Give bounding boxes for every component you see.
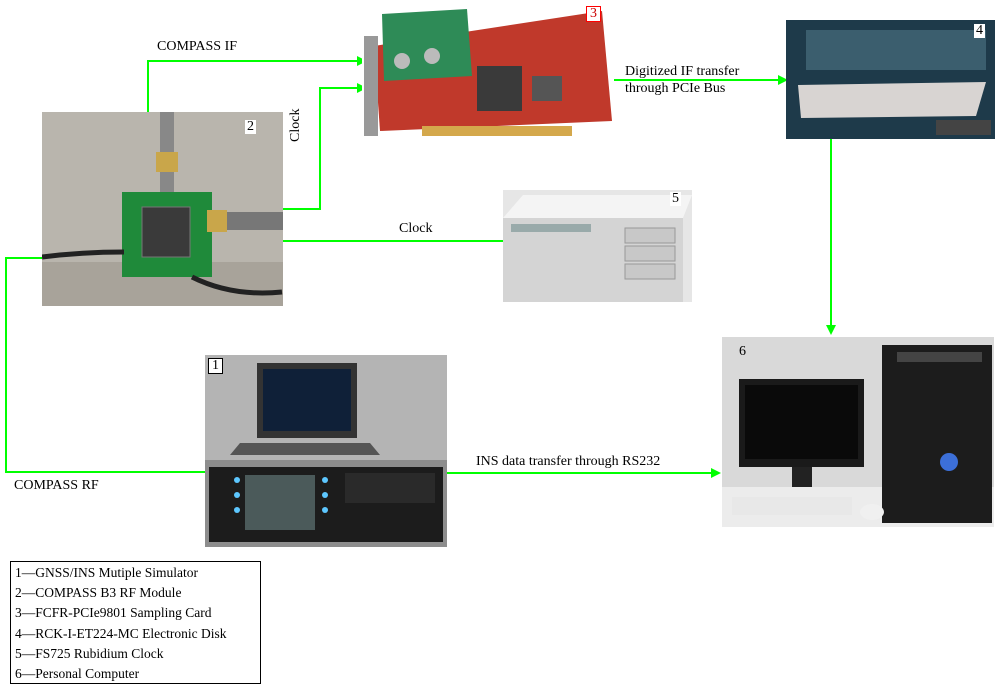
compass-if-label: COMPASS IF [157, 39, 238, 54]
legend-item-4: 4—RCK-I-ET224-MC Electronic Disk [15, 625, 227, 641]
label-number-3: 3 [586, 6, 601, 22]
clock-horizontal-label: Clock [399, 221, 433, 236]
digitized-if-line1: Digitized IF transfer [625, 64, 740, 79]
legend-item-1: 1—GNSS/INS Mutiple Simulator [15, 565, 199, 580]
label-number-4: 4 [974, 23, 985, 38]
compass-rf-arrow [5, 253, 205, 473]
label-number-5: 5 [670, 191, 681, 206]
personal-computer-photo [722, 337, 994, 527]
legend-box: 1—GNSS/INS Mutiple Simulator 2—COMPASS B… [10, 561, 261, 684]
legend-item-5: 5—FS725 Rubidium Clock [15, 645, 164, 661]
digitized-if-line2: through PCIe Bus [625, 81, 726, 96]
ins-transfer-label: INS data transfer through RS232 [476, 454, 661, 469]
compass-if-arrow [147, 56, 367, 112]
label-number-1: 1 [208, 358, 223, 374]
label-number-2: 2 [245, 119, 256, 134]
legend-item-2: 2—COMPASS B3 RF Module [15, 585, 182, 601]
clock-vertical-label: Clock [288, 108, 303, 142]
digitized-if-label: Digitized IF transfer through PCIe Bus [625, 63, 739, 97]
simulator-photo [205, 355, 447, 547]
sampling-card-photo [362, 6, 614, 150]
compass-rf-label: COMPASS RF [14, 478, 99, 493]
legend-item-6: 6—Personal Computer [15, 666, 140, 682]
rf-module-photo [42, 112, 283, 306]
clock-to-card-arrow [283, 83, 367, 210]
legend-item-3: 3—FCFR-PCIe9801 Sampling Card [15, 605, 212, 621]
electronic-disk-photo [786, 20, 995, 139]
rubidium-clock-photo [503, 190, 692, 302]
label-number-6: 6 [739, 344, 746, 359]
